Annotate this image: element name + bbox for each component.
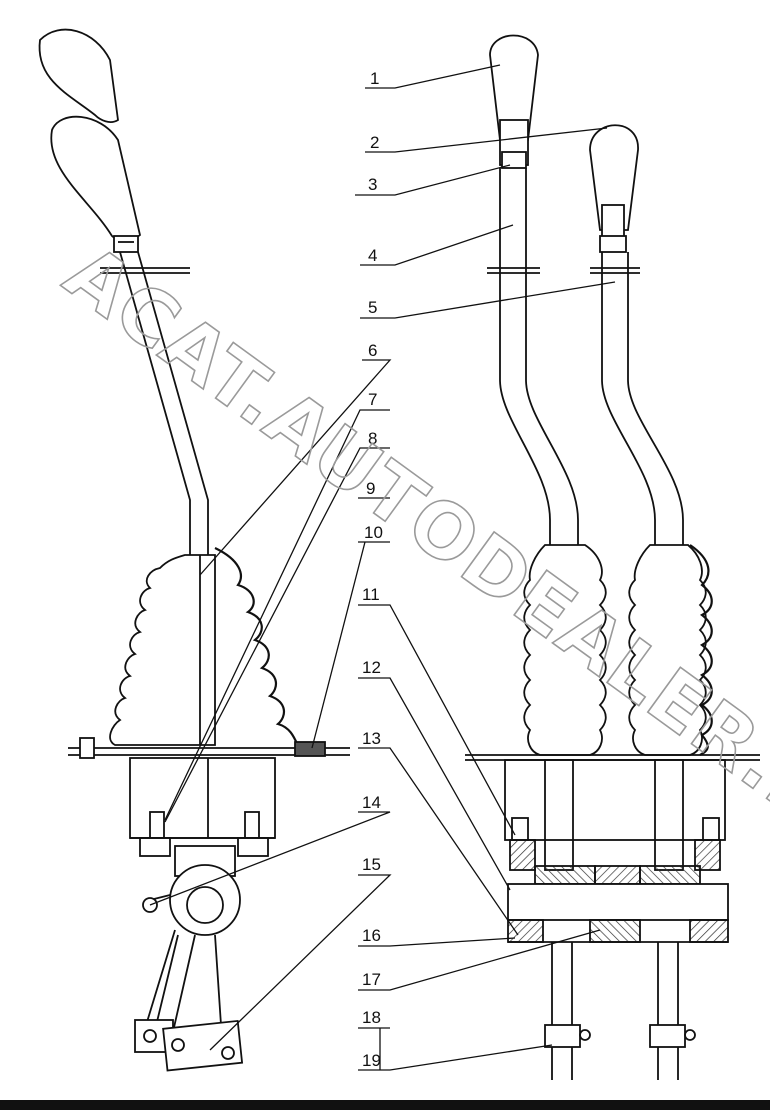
callout-19: 19: [362, 1051, 381, 1070]
callout-1: 1: [370, 69, 379, 88]
callout-2: 2: [370, 133, 379, 152]
callout-3: 3: [368, 175, 377, 194]
callout-9: 9: [366, 479, 375, 498]
front-knob-a: [489, 34, 539, 141]
callout-16: 16: [362, 926, 381, 945]
front-cross-bar: [507, 883, 729, 921]
side-lower-arm: [139, 929, 223, 1046]
front-knob-b: [589, 124, 639, 231]
leader-lines: [149, 64, 616, 1071]
side-knob-ferrule: [113, 235, 139, 253]
callout-15: 15: [362, 855, 381, 874]
callout-12: 12: [362, 658, 381, 677]
callout-17: 17: [362, 970, 381, 989]
side-lever-shaft: [119, 251, 209, 555]
callout-14: 14: [362, 793, 381, 812]
callout-10: 10: [364, 523, 383, 542]
callout-5: 5: [368, 298, 377, 317]
callout-4: 4: [368, 246, 377, 265]
front-view: [465, 34, 760, 1080]
front-housing: [504, 759, 726, 841]
front-ground-spring: [689, 544, 713, 756]
callout-7: 7: [368, 390, 377, 409]
callout-11: 11: [362, 585, 380, 604]
side-knob-lower: [50, 115, 141, 242]
side-ground-spring: [214, 547, 301, 751]
side-knob-upper: [38, 28, 119, 123]
bottom-border: [0, 1100, 770, 1110]
side-rubber-boot: [109, 554, 216, 746]
callout-labels: 1 2 3 4 5 6 7 8 9 10 11 12 13 14 15 16 1…: [362, 69, 383, 1070]
front-lever-a-shaft: [499, 168, 579, 545]
side-view: [38, 28, 350, 1072]
front-lever-b-shaft: [601, 252, 684, 545]
callout-18: 18: [362, 1008, 381, 1027]
callout-13: 13: [362, 729, 381, 748]
callout-6: 6: [368, 341, 377, 360]
callout-8: 8: [368, 429, 377, 448]
